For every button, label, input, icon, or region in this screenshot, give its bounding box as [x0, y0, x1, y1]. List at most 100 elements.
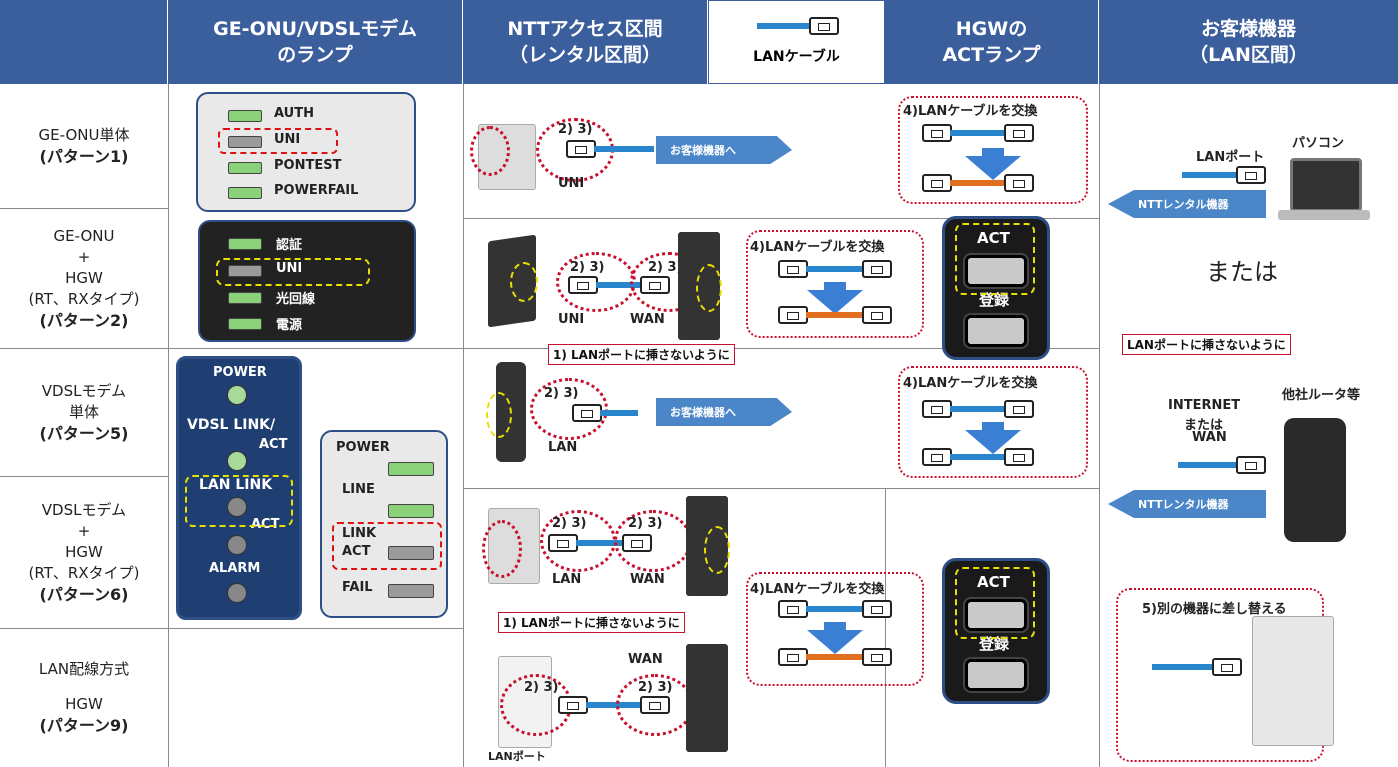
lan-plug-row4b [622, 534, 652, 552]
lanport-label-row5: LANポート [488, 750, 546, 763]
hgw-device-row5 [686, 644, 728, 752]
old-plug-left-row2 [778, 260, 808, 278]
old-plug-right-row2 [862, 260, 892, 278]
customer-wan-label: WAN [1192, 430, 1227, 445]
new-plug-left-row2 [778, 306, 808, 324]
lan-label-row4: LAN [552, 572, 582, 587]
row4-plus: + [77, 521, 91, 540]
old-cable [950, 130, 1004, 136]
act-label-row2: ACT [977, 229, 1010, 247]
cable-legend-icon [756, 14, 839, 38]
customer-lanport-label: LANポート [1196, 150, 1265, 165]
new-plug-right-row3 [1004, 448, 1034, 466]
wan-label: WAN [630, 312, 665, 327]
row1-name: GE-ONU単体 [38, 126, 130, 144]
hgw-port-ring-row2 [696, 264, 722, 312]
grid-line [0, 628, 463, 629]
uni2-label: UNI [558, 312, 585, 327]
row-label-pattern2: GE-ONU + HGW (RT、RXタイプ) (パターン2) [0, 208, 168, 348]
lan-plug-row2b [640, 276, 670, 294]
old-plug-right-row4 [862, 600, 892, 618]
lan-plug-row2a [568, 276, 598, 294]
header-hgw-act: HGWの ACTランプ [885, 0, 1099, 84]
swap-arrow-stem-row3 [982, 422, 1004, 432]
new-plug-right [1004, 174, 1034, 192]
hgw-act-panel-row2: ACT 登録 [942, 216, 1050, 360]
row2-plus: + [77, 247, 91, 266]
ntt-rental-arrow-top: NTTレンタル機器 [1108, 190, 1266, 218]
hgw-port-ring-row4 [704, 526, 730, 574]
router-plug [1236, 456, 1266, 474]
led-label-uni2: UNI [276, 261, 303, 276]
act-highlight-row2 [955, 223, 1035, 295]
link-act-highlight [332, 522, 442, 570]
step4-label-row1: 4)LANケーブルを交換 [903, 104, 1038, 119]
swap-arrow-stem-row4 [824, 622, 846, 632]
row-label-pattern9: LAN配線方式 HGW (パターン9) [0, 628, 168, 767]
row3-single: 単体 [68, 402, 99, 421]
led-label-power: POWER [213, 365, 267, 380]
new-cable-row2 [806, 312, 864, 318]
row3-name: VDSLモデム [41, 381, 127, 400]
led-label-fail: FAIL [342, 580, 373, 595]
row-label-pattern1: GE-ONU単体 (パターン1) [0, 84, 168, 208]
lan-cable-row4 [576, 540, 636, 546]
act-highlight-row4 [955, 567, 1035, 639]
vdsl2-port-ring [482, 520, 522, 578]
led-label-lan-act: ACT [251, 517, 280, 532]
new-plug-right-row4 [862, 648, 892, 666]
onu-port-ring [470, 126, 510, 176]
row5-name: LAN配線方式 [38, 660, 130, 678]
replacement-device [1252, 616, 1334, 746]
replacement-cable [1152, 664, 1214, 670]
row2-hgw: HGW [65, 268, 103, 287]
lan-plug [566, 140, 596, 158]
swap-arrow-stem-row2 [824, 282, 846, 292]
led-label-auth: AUTH [274, 106, 314, 121]
router-label: 他社ルータ等 [1282, 388, 1361, 403]
led-label-link: LINK [342, 526, 377, 541]
new-cable-row3 [950, 454, 1004, 460]
led-label-alarm: ALARM [209, 561, 261, 576]
row5-pattern: (パターン9) [39, 716, 129, 735]
old-plug-right-row3 [1004, 400, 1034, 418]
laptop-screen [1290, 158, 1362, 212]
act-label-row4: ACT [977, 573, 1010, 591]
header-lan-cable-label: LANケーブル [753, 49, 840, 65]
led-label-powerfail: POWERFAIL [274, 183, 359, 198]
header-customer: お客様機器 （LAN区間） [1099, 0, 1398, 84]
led-label-vdsl-act: ACT [259, 437, 288, 452]
internet-or-label: または [1184, 418, 1224, 433]
step4-label-row4: 4)LANケーブルを交換 [750, 582, 885, 597]
led-label-act: ACT [342, 544, 371, 559]
wan-label-row4: WAN [630, 572, 665, 587]
uni2-highlight [216, 258, 370, 286]
row3-pattern: (パターン5) [39, 423, 129, 443]
grid-line [463, 84, 464, 767]
warning-no-lan-port-row2: 1) LANポートに挿さないように [548, 344, 735, 365]
vdsl-lan-port-ring [530, 378, 608, 440]
step-2-3-label-row3: 2) 3) [544, 386, 579, 401]
internet-label: INTERNET [1168, 398, 1241, 413]
step-2-3-label-row4b: 2) 3) [628, 516, 663, 531]
step-2-3-label-row2b: 2) 3) [648, 260, 683, 275]
pc-label: パソコン [1292, 136, 1345, 151]
new-cable [950, 180, 1004, 186]
row4-type: (RT、RXタイプ) [28, 563, 140, 582]
step4-callout-row3 [898, 366, 1088, 478]
row-label-pattern6: VDSLモデム + HGW (RT、RXタイプ) (パターン6) [0, 476, 168, 628]
header-blank [0, 0, 168, 84]
grid-line [0, 476, 168, 477]
uni-highlight [218, 128, 338, 154]
row2-pattern: (パターン2) [39, 310, 129, 330]
grid-line [168, 84, 169, 767]
warning-no-lan-port-row4: 1) LANポートに挿さないように [498, 612, 685, 633]
led-label-lan-link: LAN LINK [199, 477, 273, 493]
vdsl-port-ring [486, 392, 512, 438]
old-plug-left [922, 124, 952, 142]
customer-warning: LANポートに挿さないように [1122, 334, 1291, 355]
led-label-dengen: 電源 [276, 318, 303, 333]
onu-led-panel: AUTH UNI PONTEST POWERFAIL [196, 92, 416, 212]
ntt-rental-arrow-bottom: NTTレンタル機器 [1108, 490, 1266, 518]
